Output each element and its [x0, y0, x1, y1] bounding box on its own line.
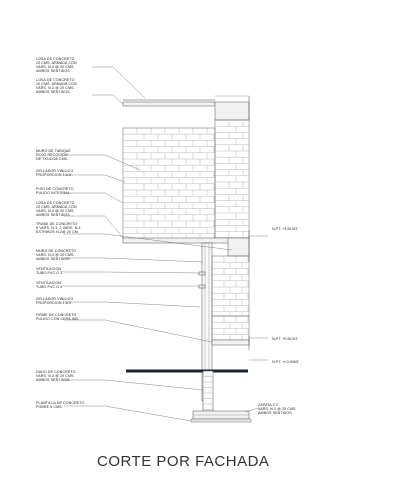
note-line: MURO DE CONCRETO — [36, 249, 76, 253]
note-line: AMBOS SENTIDOS — [36, 69, 70, 73]
note-line: VARS. N.3 @ 20 CMS. — [36, 374, 75, 378]
note-sellador-2: SELLADOR VINILICO PROPORCION 1 A 5 — [36, 297, 73, 305]
note-line: TUBO PVC O 4" — [36, 285, 64, 289]
note-muro-tabique: MURO DE TABIQUE ROJO RECOCIDO DE 7X14X28… — [36, 149, 71, 161]
note-line: ESTRIBOS N.2@ 20 CM — [36, 230, 78, 234]
leader-lines — [64, 66, 259, 422]
vent-pipes — [198, 271, 206, 289]
note-line: VARS. N.3 @ 20 CMS. — [36, 86, 75, 90]
note-line: 10 CMS. ARMADA CON — [36, 61, 77, 65]
note-line: ZAPATA Z-2 — [258, 403, 278, 407]
note-line: VENTILACION — [36, 281, 61, 285]
note-line: AMBOS SENTIDOS — [36, 378, 70, 382]
note-muro-concreto: MURO DE CONCRETO VARS. N.3 @ 20 CMS. AMB… — [36, 249, 76, 261]
note-line: MURO DE TABIQUE — [36, 149, 71, 153]
note-zapata: ZAPATA Z-2 VARS. N.3 @ 20 CMS. AMBOS SEN… — [258, 403, 297, 415]
note-line: PLANTILLA DE CONCRETO — [36, 401, 84, 405]
note-line: AMBOS SENTIDOS — [36, 213, 70, 217]
note-line: AMBOS SENTIDOS — [36, 257, 70, 261]
note-line: POBRE 5 CMS. — [36, 405, 63, 409]
note-line: 6 VARS. N.3, 2 VARS. N.4 — [36, 226, 81, 230]
intermediate-slab — [122, 230, 250, 262]
note-ventilacion-1: VENTILACION TUBO PVC O 3" — [36, 267, 64, 275]
note-line: LOSA DE CONCRETO — [36, 201, 75, 205]
note-line: LOSA DE CONCRETO — [36, 57, 75, 61]
note-line: ROJO RECOCIDO — [36, 153, 68, 157]
roof-slab — [122, 95, 250, 121]
note-losa-top: LOSA DE CONCRETO 10 CMS. ARMADA CON VARS… — [36, 57, 77, 73]
note-line: PROPORCION 1 A 5 — [36, 173, 71, 177]
foundation — [190, 370, 252, 423]
upper-brick-wall — [122, 119, 250, 241]
note-losa-mid: LOSA DE CONCRETO 10 CMS. ARMADA CON VARS… — [36, 78, 77, 94]
note-trabe: TRABE DE CONCRETO 6 VARS. N.3, 2 VARS. N… — [36, 222, 81, 234]
note-piso: PISO DE CONCRETO PULIDO INTEGRAL — [36, 187, 74, 195]
note-line: TRABE DE CONCRETO — [36, 222, 77, 226]
level-label-000: N.P.T. +/-0.00MT. — [272, 360, 300, 364]
note-dado: DADO DE CONCRETO VARS. N.3 @ 20 CMS. AMB… — [36, 370, 76, 382]
note-line: VARS. N.3 @ 20 CMS. — [36, 253, 75, 257]
note-losa-low: LOSA DE CONCRETO 10 CMS. ARMADA CON VARS… — [36, 201, 77, 217]
note-line: VARS. N.3 @ 20 CMS. — [36, 209, 75, 213]
note-line: VARS. N.3 @ 20 CMS. — [36, 65, 75, 69]
note-line: VARS. N.3 @ 20 CMS. — [258, 407, 297, 411]
level-label-050: N.P.T. +0.50 MT. — [272, 337, 298, 341]
note-line: DADO DE CONCRETO — [36, 370, 76, 374]
note-line: TUBO PVC O 3" — [36, 271, 64, 275]
note-line: FIRME DE CONCRETO — [36, 313, 76, 317]
lower-brick-wall — [211, 255, 250, 341]
note-firme: FIRME DE CONCRETO PULIDO CON CERA IND. — [36, 313, 79, 321]
level-label-350: N.P.T. +3.50 MT. — [272, 227, 298, 231]
note-line: AMBOS SENTIDOS — [36, 90, 70, 94]
note-line: SELLADOR VINILICO — [36, 297, 73, 301]
ground-slab — [211, 336, 250, 350]
note-line: PROPORCION 1 A 5 — [36, 301, 71, 305]
note-line: 10 CMS. ARMADA CON — [36, 205, 77, 209]
note-line: LOSA DE CONCRETO — [36, 78, 75, 82]
note-ventilacion-2: VENTILACION TUBO PVC O 4" — [36, 281, 64, 289]
note-line: 10 CMS. ARMADA CON — [36, 82, 77, 86]
note-sellador-1: SELLADOR VINILICO PROPORCION 1 A 5 — [36, 169, 73, 177]
level-markers — [249, 235, 268, 361]
note-plantilla: PLANTILLA DE CONCRETO POBRE 5 CMS. — [36, 401, 84, 409]
note-line: DE 7X14X28 CMS. — [36, 157, 68, 161]
note-line: PULIDO INTEGRAL — [36, 191, 70, 195]
drawing-title: CORTE POR FACHADA — [97, 453, 269, 470]
note-line: PISO DE CONCRETO — [36, 187, 74, 191]
note-line: VENTILACION — [36, 267, 61, 271]
note-line: AMBOS SENTIDOS — [258, 411, 292, 415]
note-line: PULIDO CON CERA IND. — [36, 317, 79, 321]
note-line: SELLADOR VINILICO — [36, 169, 73, 173]
